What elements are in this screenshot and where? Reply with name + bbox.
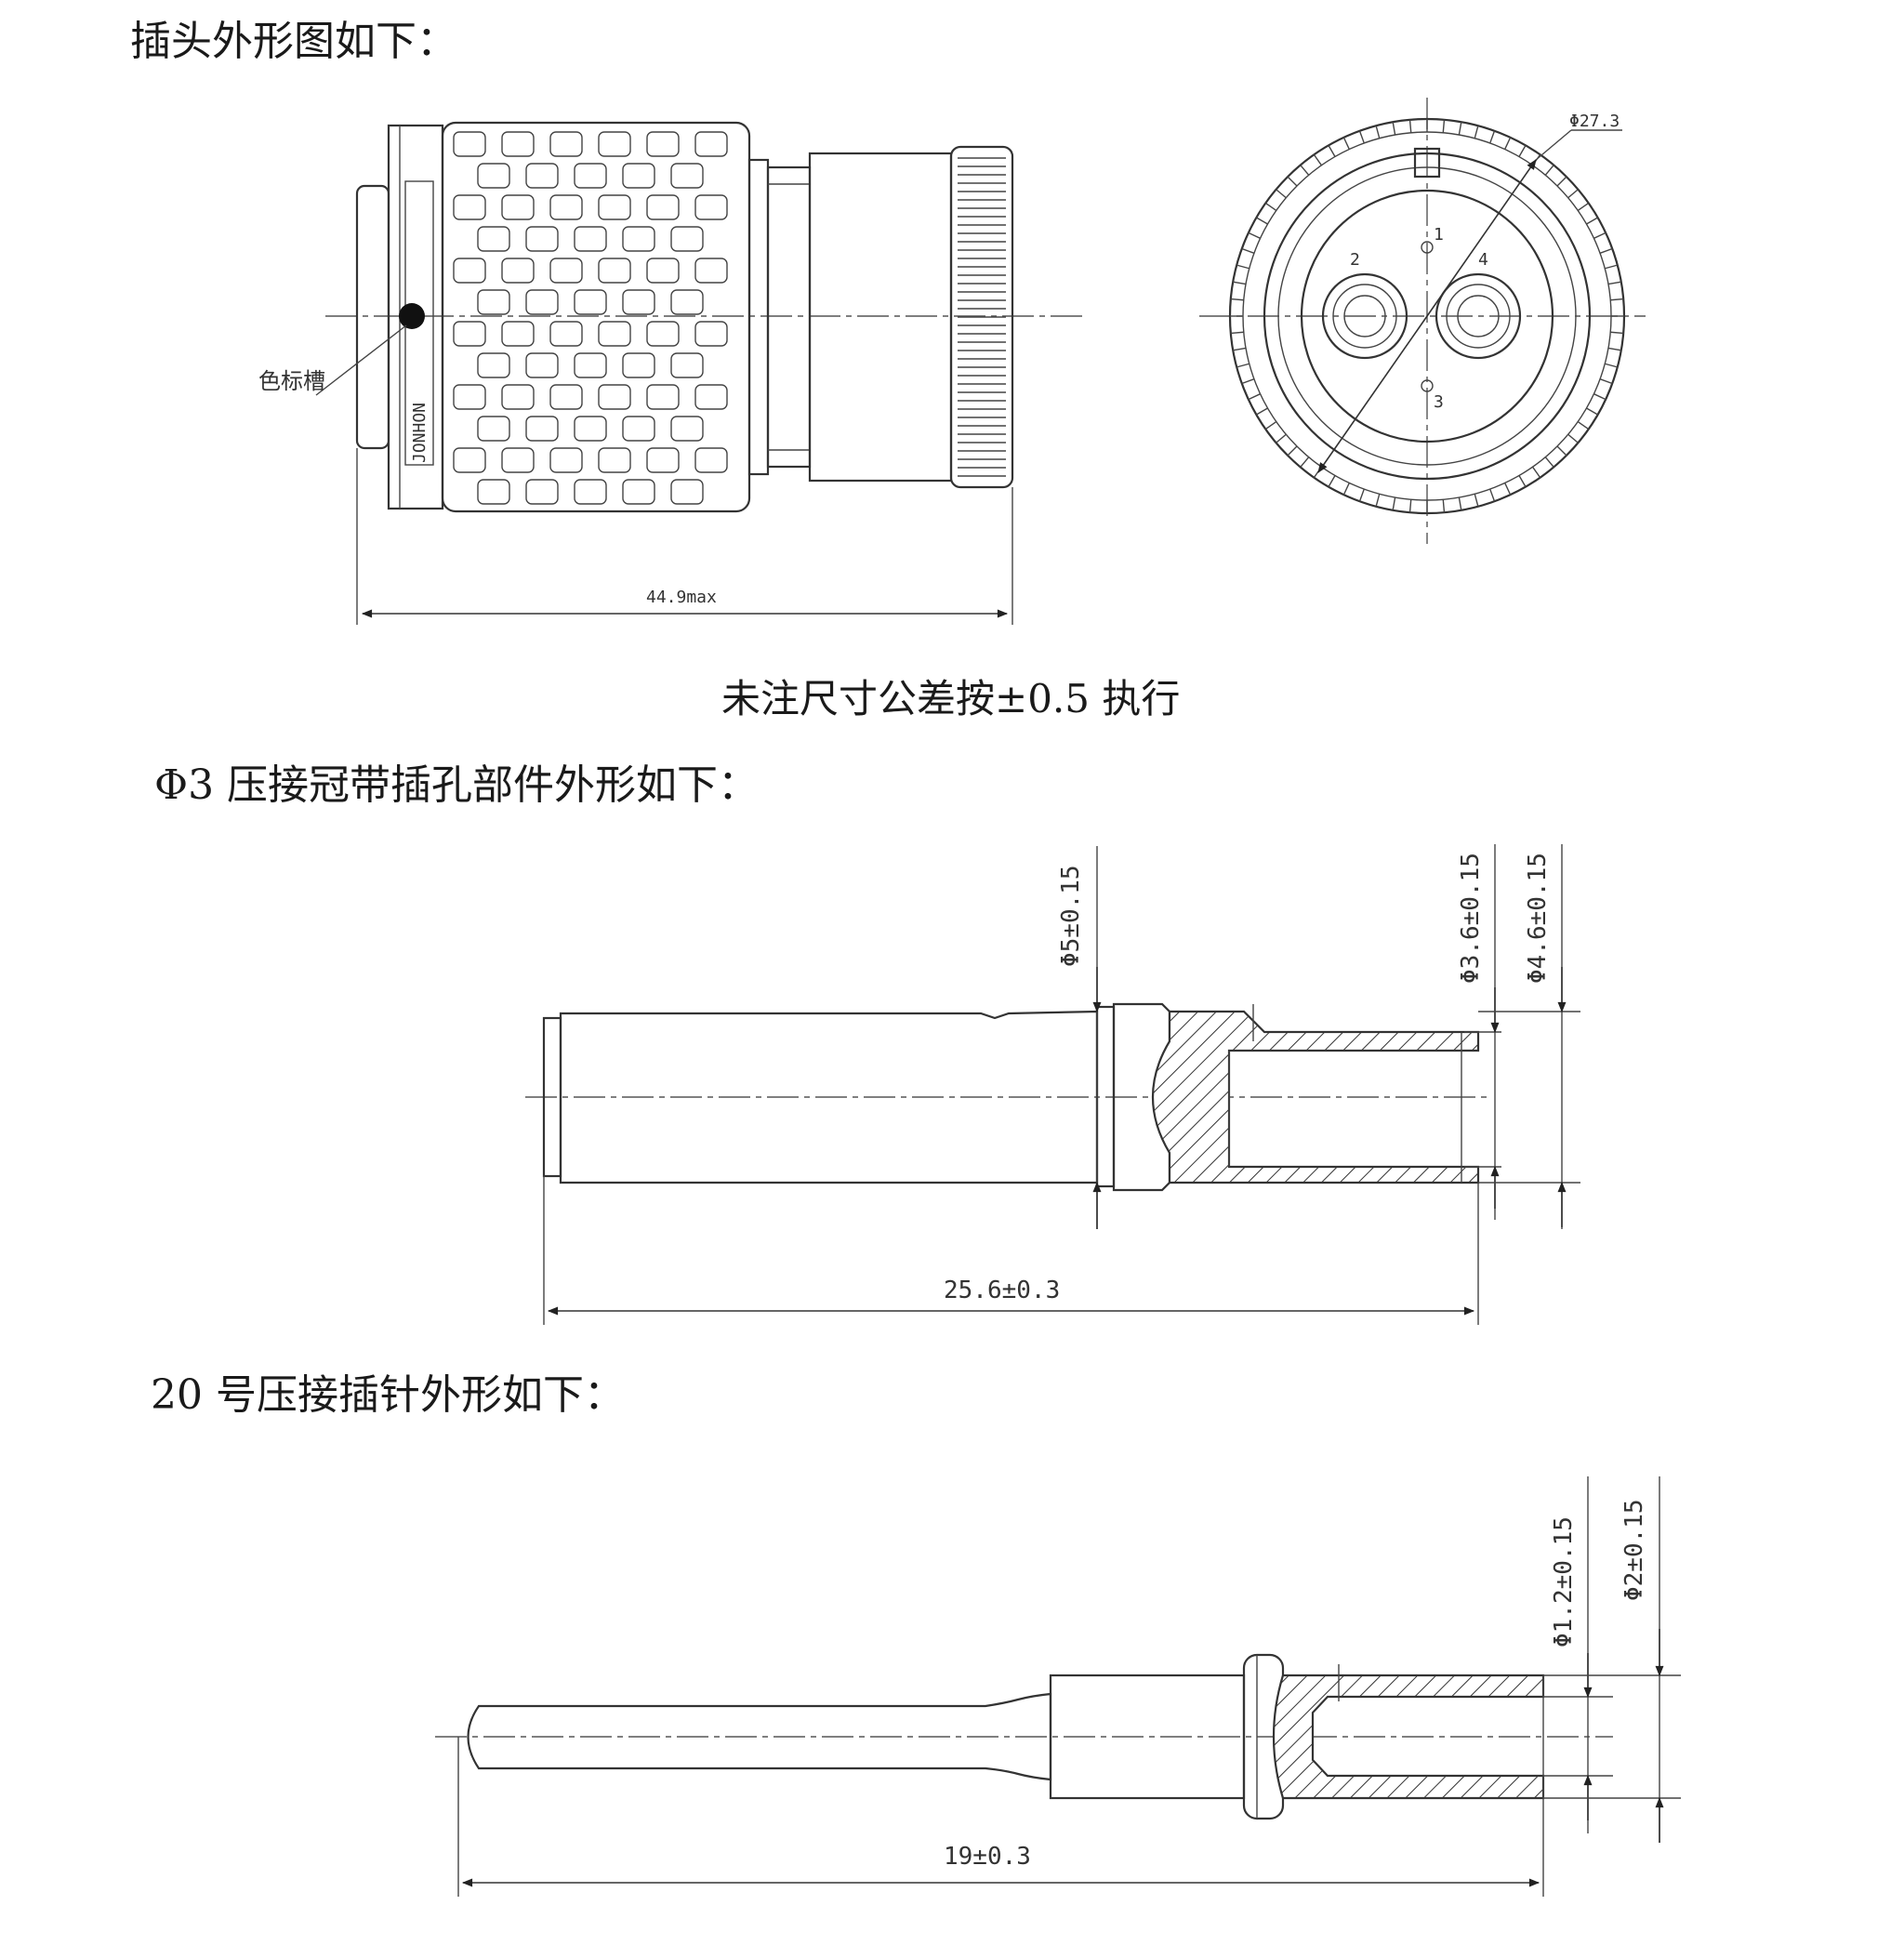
socket-contact-drawing: Φ5±0.15 Φ3.6±0.15 Φ4.6±0.15 25.6±0.3 <box>525 844 1580 1325</box>
plug-outline-heading: 插头外形图如下： <box>130 18 457 65</box>
pin-outline-heading: 20 号压接插针外形如下： <box>151 1371 625 1419</box>
color-mark-label: 色标槽 <box>258 368 325 394</box>
contact-number-3: 3 <box>1434 392 1444 412</box>
plug-diameter-dim: Φ27.3 <box>1569 112 1620 131</box>
knurl-pattern <box>453 131 728 505</box>
socket-length-dim: 25.6±0.3 <box>944 1277 1060 1304</box>
contact-number-2: 2 <box>1350 250 1360 270</box>
contact-number-1: 1 <box>1434 225 1444 245</box>
cap-ribs <box>958 157 1006 477</box>
plug-length-dim: 44.9max <box>646 588 717 607</box>
plug-front-view: 1 2 3 4 Φ27.3 <box>1199 98 1646 544</box>
pin-dia-2-dim: Φ2±0.15 <box>1620 1499 1648 1601</box>
plug-side-view: JONHON 色标槽 44.9max <box>258 121 1088 625</box>
socket-outline-heading: Φ3 压接冠带插孔部件外形如下： <box>154 761 760 809</box>
socket-dia-4-6-dim: Φ4.6±0.15 <box>1524 853 1552 984</box>
contact-number-4: 4 <box>1478 250 1488 270</box>
pin-length-dim: 19±0.3 <box>944 1843 1031 1871</box>
socket-dia-3-6-dim: Φ3.6±0.15 <box>1457 853 1485 984</box>
socket-dia-5-dim: Φ5±0.15 <box>1057 865 1085 967</box>
tolerance-note: 未注尺寸公差按±0.5 执行 <box>721 676 1181 721</box>
pin-contact-drawing: Φ1.2±0.15 Φ2±0.15 19±0.3 <box>435 1476 1681 1897</box>
plug-brand-text: JONHON <box>410 403 430 463</box>
pin-dia-1-2-dim: Φ1.2±0.15 <box>1550 1516 1578 1647</box>
front-knurl-teeth <box>1230 119 1624 513</box>
color-mark-dot <box>399 303 425 329</box>
